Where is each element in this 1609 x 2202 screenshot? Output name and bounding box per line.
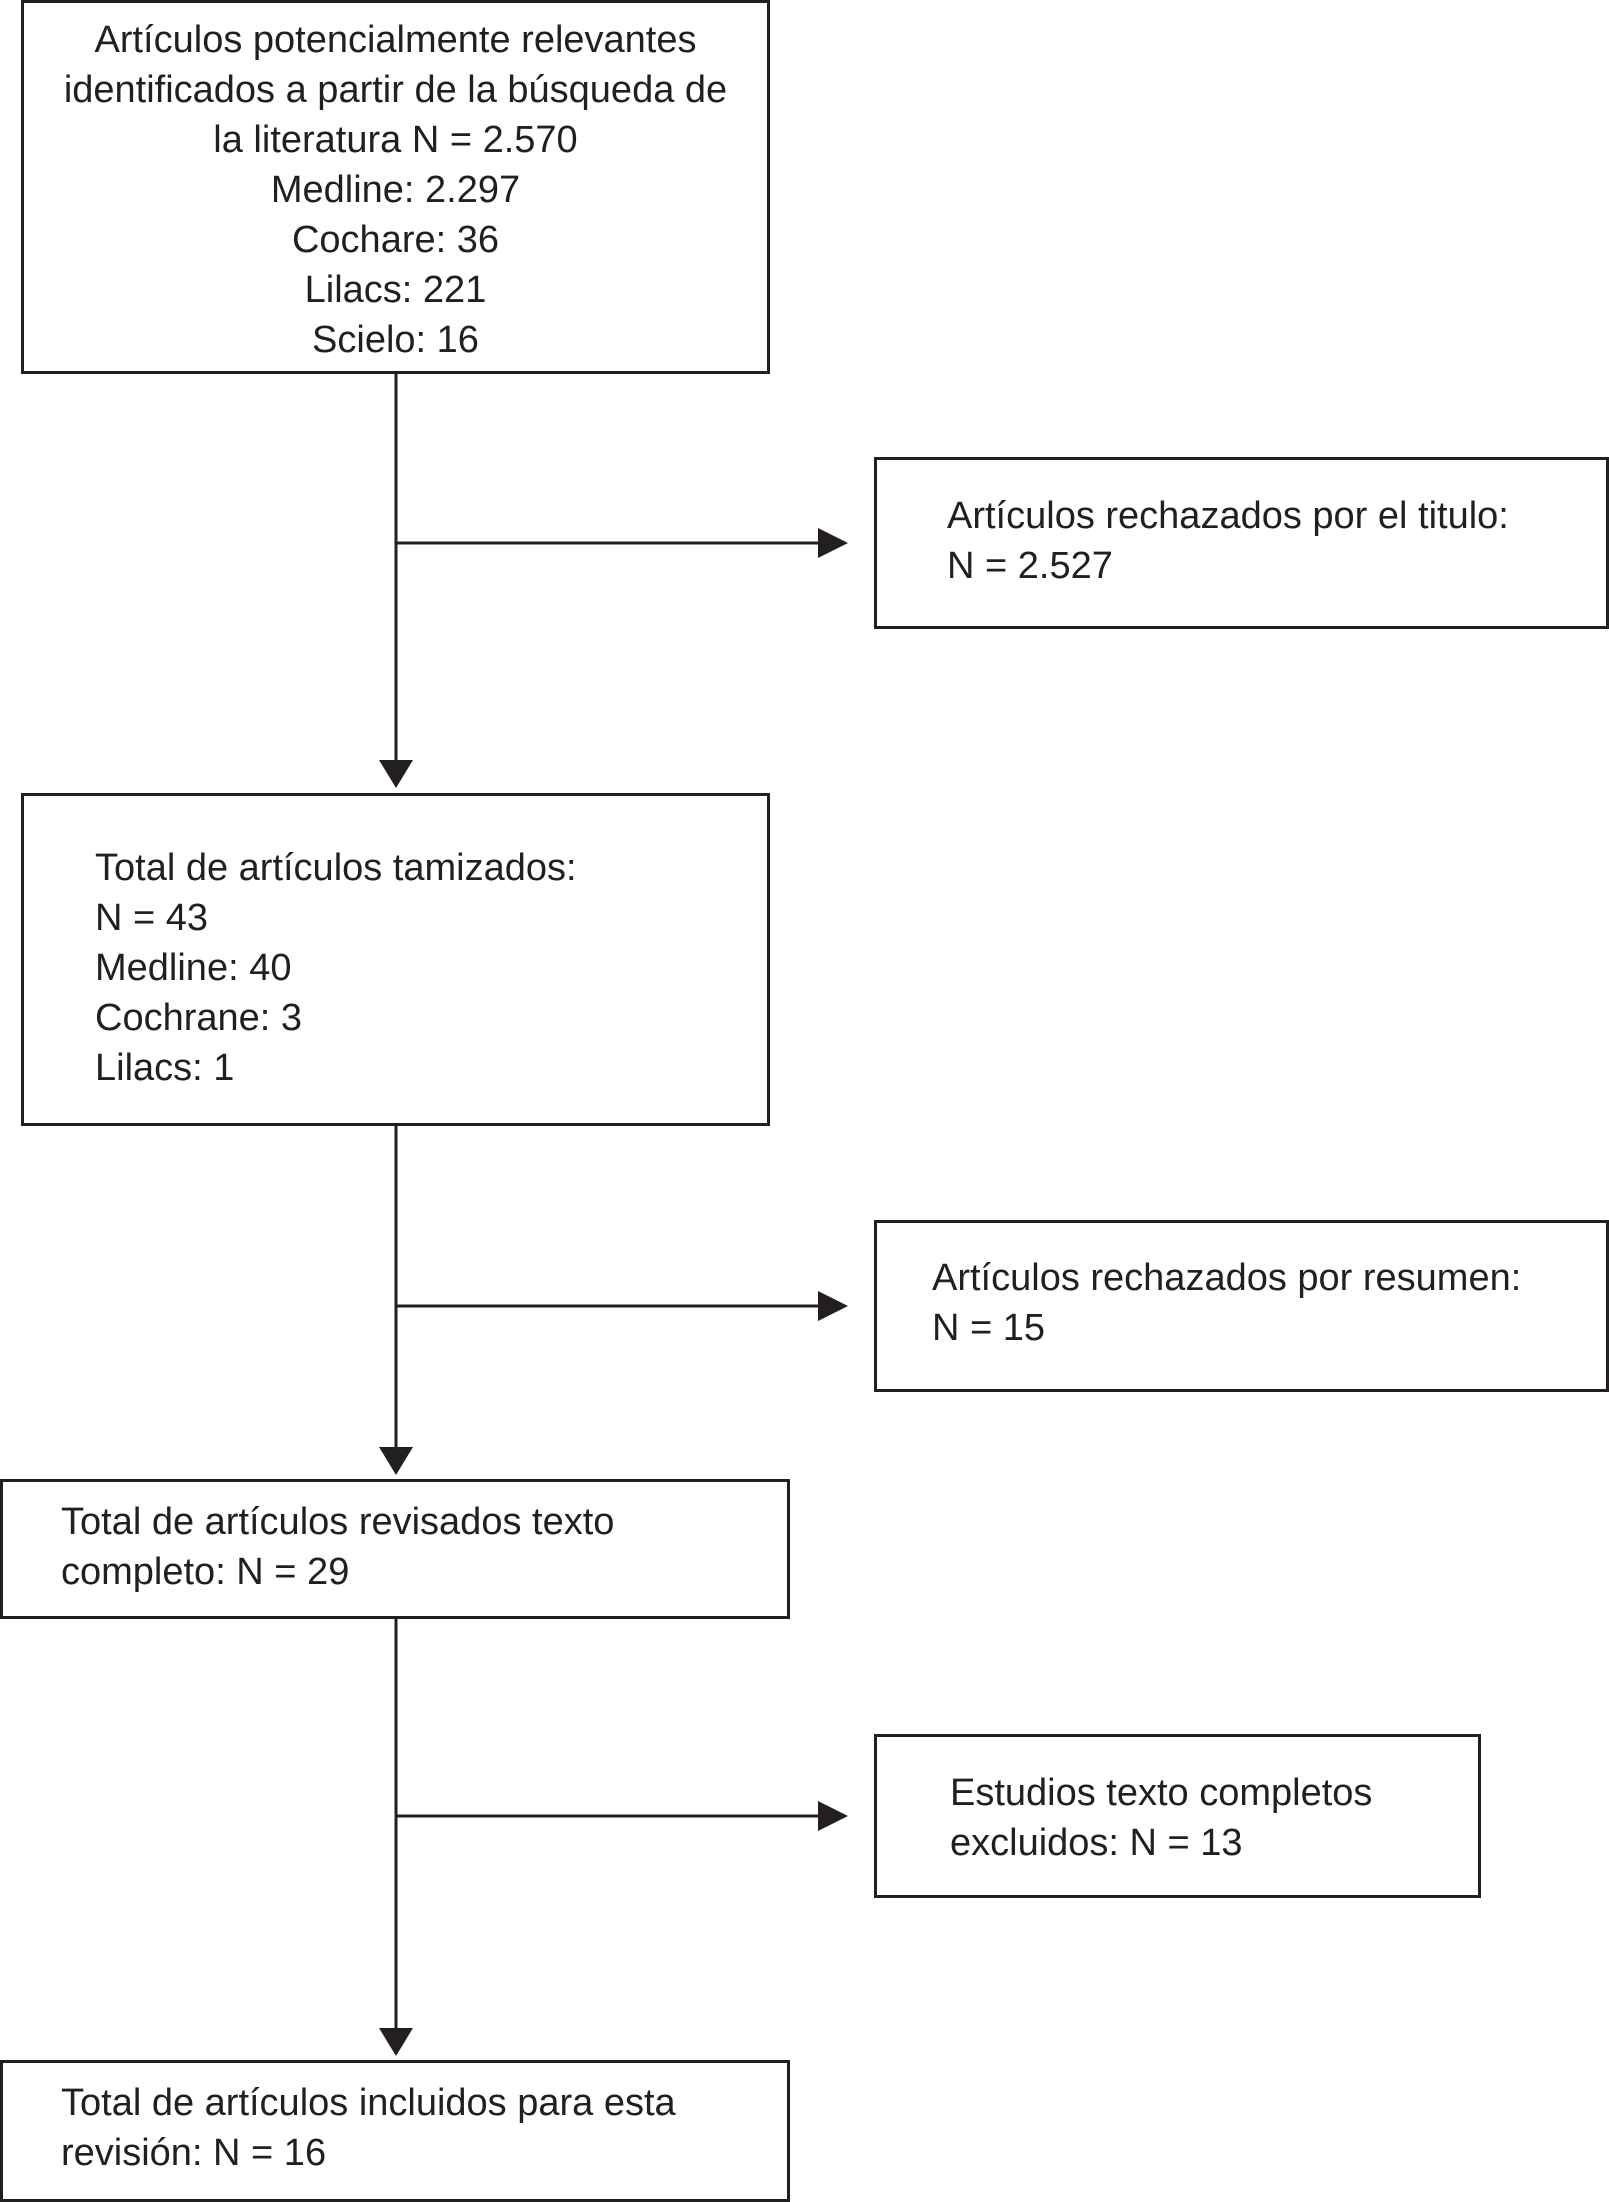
box-line: completo: N = 29 [61,1551,350,1593]
arrowhead-right-icon [818,1291,848,1321]
arrowhead-down-icon [379,1447,413,1475]
box-line: Total de artículos revisados texto [61,1501,615,1543]
arrowhead-right-icon [818,528,848,558]
box-line: N = 2.527 [947,545,1113,587]
included-articles-box: Total de artículos incluidos para esta r… [0,2060,790,2202]
box-line: Estudios texto completos [950,1772,1373,1814]
screened-articles-box: Total de artículos tamizados: N = 43 Med… [21,793,770,1126]
box-line: Total de artículos tamizados: [95,847,577,889]
box-line: Lilacs: 221 [304,269,487,311]
box-line: Medline: 40 [95,947,292,989]
box-line: N = 15 [932,1307,1046,1349]
box-line: revisión: N = 16 [61,2132,327,2174]
box-line: Medline: 2.297 [270,169,521,211]
box-line: Artículos rechazados por el titulo: [947,495,1509,537]
arrowhead-right-icon [818,1801,848,1831]
rejected-by-abstract-box: Artículos rechazados por resumen: N = 15 [874,1220,1609,1392]
box-line: la literatura N = 2.570 [213,119,578,161]
box-line: Cochare: 36 [291,219,499,261]
arrowhead-down-icon [379,2028,413,2056]
box-line: N = 43 [95,897,209,939]
box-line: Artículos potencialmente relevantes [94,19,697,61]
box-line: Lilacs: 1 [95,1047,235,1089]
box-line: Artículos rechazados por resumen: [932,1257,1522,1299]
box-line: excluidos: N = 13 [950,1822,1243,1864]
box-line: Scielo: 16 [312,319,479,361]
arrowhead-down-icon [379,760,413,788]
identified-articles-box: Artículos potencialmente relevantes iden… [21,0,770,374]
fulltext-reviewed-box: Total de artículos revisados texto compl… [0,1479,790,1619]
rejected-by-title-box: Artículos rechazados por el titulo: N = … [874,457,1609,629]
box-line: Total de artículos incluidos para esta [61,2082,676,2124]
box-line: Cochrane: 3 [95,997,303,1039]
box-line: identificados a partir de la búsqueda de [63,69,728,111]
fulltext-excluded-box: Estudios texto completos excluidos: N = … [874,1734,1481,1898]
